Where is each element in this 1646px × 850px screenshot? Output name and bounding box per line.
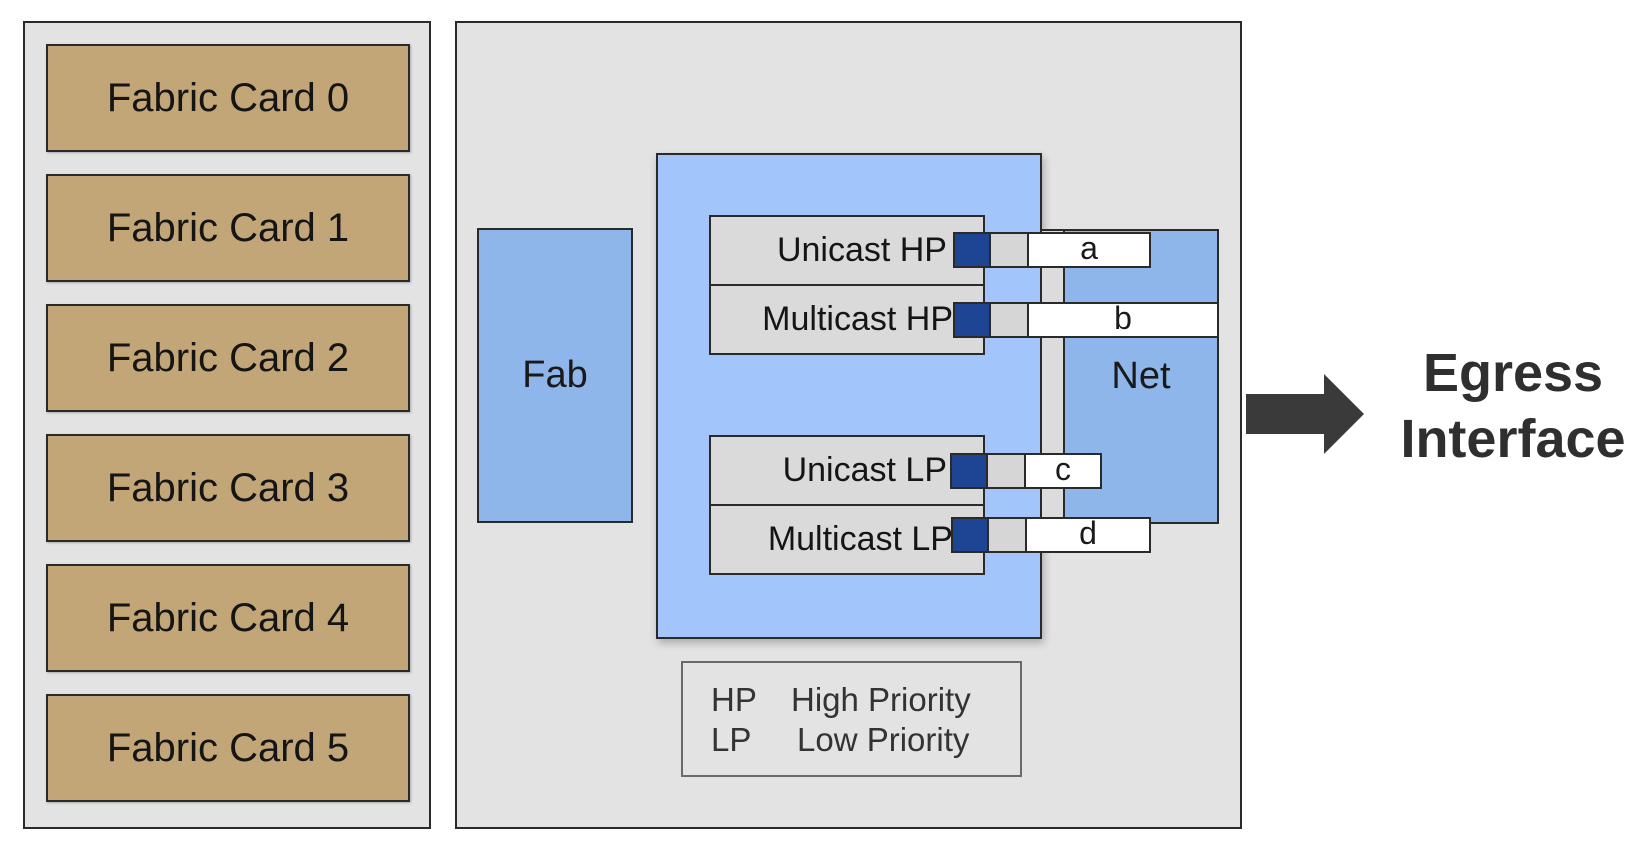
queue-label: Unicast HP <box>776 231 947 269</box>
legend-meaning: Low Priority <box>797 721 970 758</box>
egress-interface-label: Egress Interface <box>1380 340 1646 472</box>
fabric-card-label: Fabric Card 4 <box>106 595 350 640</box>
queue-slot-head <box>951 517 989 553</box>
queue-multicast-lp: Multicast LP <box>709 504 985 575</box>
fabric-card-5: Fabric Card 5 <box>46 694 410 802</box>
legend-row-hp: HP High Priority <box>711 681 971 719</box>
fabric-card-label: Fabric Card 0 <box>106 75 350 120</box>
queue-slot-a: a <box>1027 232 1151 268</box>
fabric-card-4: Fabric Card 4 <box>46 564 410 672</box>
legend: HP High Priority LP Low Priority <box>681 661 1022 777</box>
slot-letter: d <box>1079 515 1097 551</box>
queue-unicast-hp: Unicast HP <box>709 215 985 286</box>
legend-meaning: High Priority <box>791 681 971 718</box>
egress-line-2: Interface <box>1400 409 1626 469</box>
egress-arrow-icon <box>1246 374 1364 454</box>
queue-slot-head <box>953 302 991 338</box>
fabric-card-3: Fabric Card 3 <box>46 434 410 542</box>
queue-slot-d: d <box>1025 517 1151 553</box>
queue-slot-empty <box>989 232 1029 268</box>
fabric-card-2: Fabric Card 2 <box>46 304 410 412</box>
queue-slot-c: c <box>1024 453 1102 489</box>
fabric-card-label: Fabric Card 3 <box>106 465 350 510</box>
slot-letter: b <box>1114 300 1132 336</box>
net-label: Net <box>1111 355 1171 397</box>
fab-label: Fab <box>522 354 588 396</box>
queue-slot-empty <box>987 517 1027 553</box>
queue-slot-empty <box>989 302 1029 338</box>
queue-label: Unicast LP <box>782 451 947 489</box>
queue-slot-head <box>950 453 988 489</box>
queue-multicast-hp: Multicast HP <box>709 284 985 355</box>
queue-unicast-lp: Unicast LP <box>709 435 985 506</box>
slot-letter: a <box>1080 230 1098 266</box>
fabric-card-label: Fabric Card 1 <box>106 205 350 250</box>
fabric-card-1: Fabric Card 1 <box>46 174 410 282</box>
fabric-card-label: Fabric Card 2 <box>106 335 350 380</box>
legend-abbr: LP <box>711 721 752 758</box>
legend-row-lp: LP Low Priority <box>711 721 969 759</box>
queue-label: Multicast HP <box>762 300 953 338</box>
queue-slot-empty <box>986 453 1026 489</box>
queue-slot-b: b <box>1027 302 1219 338</box>
queue-label: Multicast LP <box>767 520 953 558</box>
slot-letter: c <box>1055 451 1071 487</box>
queue-slot-head <box>953 232 991 268</box>
fab-block: Fab <box>477 228 633 523</box>
legend-abbr: HP <box>711 681 757 718</box>
fabric-card-label: Fabric Card 5 <box>106 725 350 770</box>
egress-line-1: Egress <box>1422 343 1604 403</box>
fabric-card-0: Fabric Card 0 <box>46 44 410 152</box>
fabric-cards-panel: Fabric Card 0 Fabric Card 1 Fabric Card … <box>23 21 431 829</box>
